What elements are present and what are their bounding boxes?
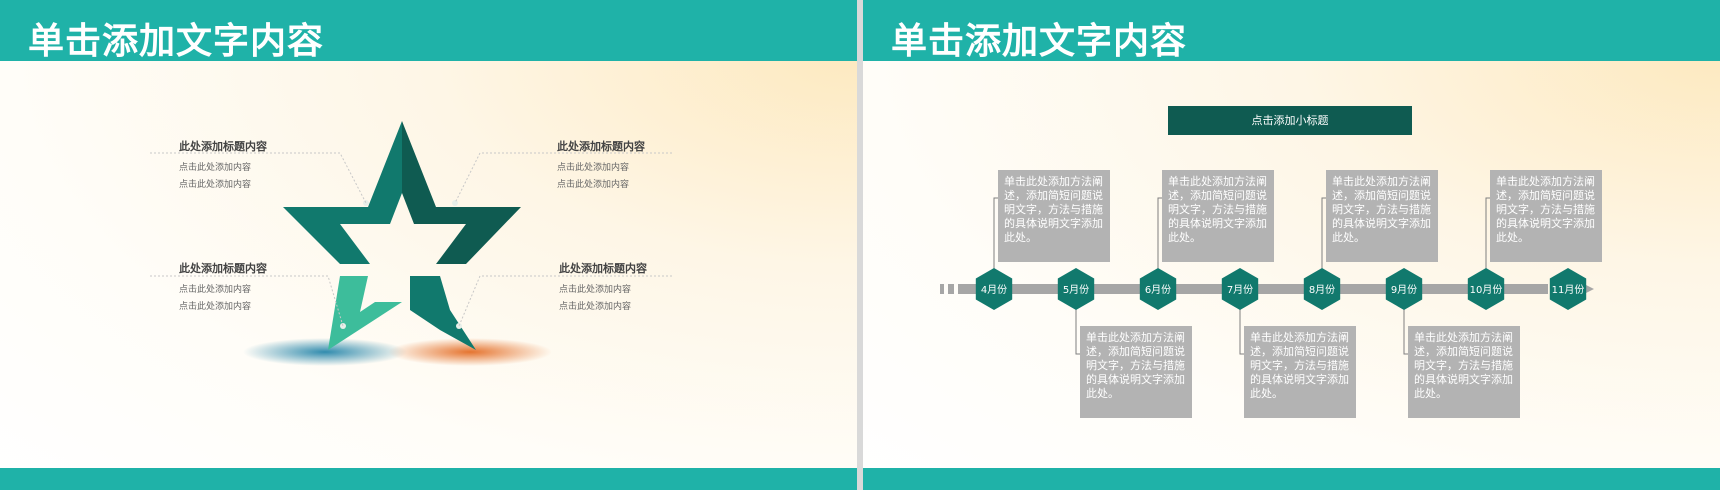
timeline: 4月份 5月份 6月份 7月份 8月份 9月份 10月份 11月份 [940, 197, 1594, 355]
slide-left: 单击添加文字内容 [0, 0, 857, 490]
slide-title[interactable]: 单击添加文字内容 [891, 21, 1188, 62]
month-hexagon [1139, 268, 1177, 310]
callout-top-right[interactable]: 此处添加标题内容 点击此处添加内容点击此处添加内容 [557, 138, 717, 194]
connector-line [1239, 308, 1245, 355]
timeline-tail [940, 284, 944, 294]
star-piece-top-left [283, 121, 402, 264]
connector-line [1321, 197, 1327, 269]
shadow-orange [388, 338, 552, 366]
text-box[interactable]: 单击此处添加方法阐述，添加简短问题说明文字，方法与措施的具体说明文字添加此处。 [1408, 326, 1520, 418]
callout-line: 点击此处添加内容点击此处添加内容 [559, 285, 632, 312]
star-dot [452, 200, 458, 206]
star-dot [340, 323, 346, 329]
month-label: 5月份 [1063, 284, 1089, 296]
star-dot [456, 323, 462, 329]
connectors [993, 197, 1491, 355]
text-box[interactable]: 单击此处添加方法阐述，添加简短问题说明文字，方法与措施的具体说明文字添加此处。 [1490, 170, 1602, 262]
leader-line [150, 275, 344, 327]
callout-line: 点击此处添加内容点击此处添加内容 [179, 285, 252, 312]
star-piece-top-right [402, 121, 521, 264]
text-box[interactable]: 单击此处添加方法阐述，添加简短问题说明文字，方法与措施的具体说明文字添加此处。 [1162, 170, 1274, 262]
month-hexagon [1385, 268, 1423, 310]
month-label: 9月份 [1391, 284, 1417, 296]
text-box[interactable]: 单击此处添加方法阐述，添加简短问题说明文字，方法与措施的具体说明文字添加此处。 [1326, 170, 1438, 262]
slide-right: 单击添加文字内容 点击添加小标题 4月份 5月份 6月份 7月份 8月份 9月份 10月份 1… [863, 0, 1720, 490]
connector-line [1157, 197, 1163, 269]
header-bar: 单击添加文字内容 [0, 0, 857, 62]
month-hexagon [1467, 268, 1505, 310]
month-hexagon [1549, 268, 1587, 310]
callout-bottom-left[interactable]: 此处添加标题内容 点击此处添加内容点击此处添加内容 [179, 260, 339, 316]
connector-line [1485, 197, 1491, 269]
callout-title: 此处添加标题内容 [179, 140, 267, 153]
connector-line [993, 197, 999, 269]
month-label: 6月份 [1145, 284, 1171, 296]
callout-title: 此处添加标题内容 [557, 140, 645, 153]
month-hexagon [1057, 268, 1095, 310]
leader-line [454, 152, 672, 204]
callout-title: 此处添加标题内容 [559, 262, 647, 275]
header-bar: 单击添加文字内容 [863, 0, 1720, 62]
text-box[interactable]: 单击此处添加方法阐述，添加简短问题说明文字，方法与措施的具体说明文字添加此处。 [1244, 326, 1356, 418]
month-label: 4月份 [981, 284, 1007, 296]
callout-title: 此处添加标题内容 [179, 262, 267, 275]
callout-bottom-right[interactable]: 此处添加标题内容 点击此处添加内容点击此处添加内容 [559, 260, 719, 316]
shadow-blue [243, 338, 407, 366]
callout-line: 点击此处添加内容点击此处添加内容 [557, 163, 630, 190]
month-hexagon [1303, 268, 1341, 310]
connector-line [1403, 308, 1409, 355]
star-piece-bottom-left [328, 276, 402, 350]
month-label: 11月份 [1552, 284, 1585, 296]
star-graphic [150, 121, 672, 366]
star-dot [363, 200, 369, 206]
leader-line [150, 152, 367, 204]
callout-top-left[interactable]: 此处添加标题内容 点击此处添加内容点击此处添加内容 [179, 138, 339, 194]
footer-bar [863, 468, 1720, 490]
connector-line [1075, 308, 1081, 355]
month-label: 10月份 [1470, 284, 1503, 296]
footer-bar [0, 468, 857, 490]
timeline-tail [948, 284, 954, 294]
leader-line [458, 275, 672, 327]
star-piece-bottom-right [410, 276, 476, 350]
slide-title[interactable]: 单击添加文字内容 [28, 21, 325, 62]
month-label: 8月份 [1309, 284, 1335, 296]
month-hexagon [1221, 268, 1259, 310]
month-label: 7月份 [1227, 284, 1253, 296]
text-box[interactable]: 单击此处添加方法阐述，添加简短问题说明文字，方法与措施的具体说明文字添加此处。 [998, 170, 1110, 262]
timeline-bar-end [1486, 284, 1548, 294]
text-box[interactable]: 单击此处添加方法阐述，添加简短问题说明文字，方法与措施的具体说明文字添加此处。 [1080, 326, 1192, 418]
callout-line: 点击此处添加内容点击此处添加内容 [179, 163, 252, 190]
subtitle-box[interactable]: 点击添加小标题 [1168, 106, 1412, 135]
month-hexagon [975, 268, 1013, 310]
